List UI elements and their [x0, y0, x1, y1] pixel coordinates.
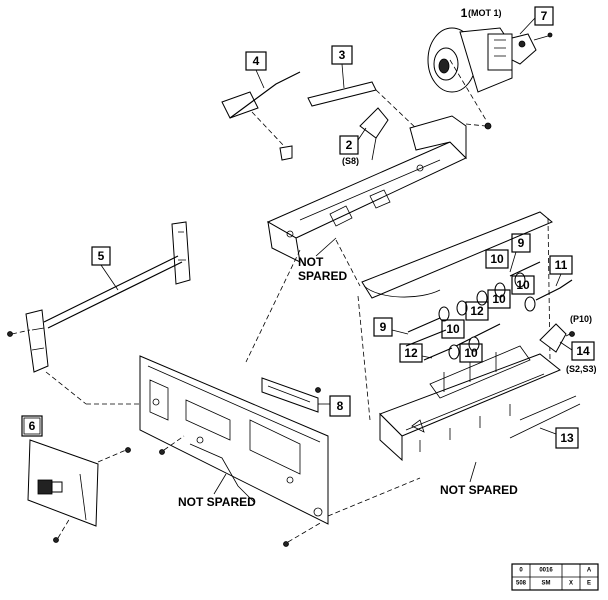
- callout-7: 7: [519, 6, 554, 35]
- part-2-actuator: [359, 107, 389, 161]
- callout-10-b: 10: [487, 289, 511, 309]
- annotation-s8: (S8): [342, 156, 359, 166]
- svg-text:NOT: NOT: [298, 255, 324, 269]
- callout-12-a: 12: [465, 301, 489, 321]
- annotation-mot1: (MOT 1): [468, 8, 502, 18]
- svg-text:4: 4: [253, 54, 260, 68]
- title-block-r2c3: X: [569, 581, 573, 587]
- svg-text:10: 10: [464, 346, 478, 360]
- callout-12-b: 12: [399, 343, 433, 363]
- callout-10-a: 10: [485, 249, 509, 269]
- svg-text:10: 10: [492, 292, 506, 306]
- title-block-r2c4: E: [587, 581, 591, 587]
- not-spared-top: NOT SPARED: [298, 237, 347, 283]
- callout-8: 8: [318, 395, 351, 417]
- callout-14: 14: [559, 341, 595, 361]
- callout-3: 3: [331, 45, 353, 89]
- svg-text:7: 7: [541, 9, 548, 23]
- callout-11: 11: [549, 255, 573, 287]
- callout-9-top: 9: [509, 233, 531, 273]
- part-14-actuator: [539, 323, 575, 353]
- svg-text:11: 11: [555, 258, 568, 272]
- title-block-r2c1: 508: [516, 581, 527, 587]
- svg-text:SPARED: SPARED: [298, 269, 347, 283]
- svg-text:3: 3: [339, 48, 346, 62]
- annotation-p10: (P10): [570, 314, 592, 324]
- svg-text:14: 14: [576, 344, 590, 358]
- svg-text:2: 2: [346, 138, 353, 152]
- not-spared-right: NOT SPARED: [440, 461, 518, 497]
- title-block-r2c2: SM: [542, 581, 551, 587]
- svg-text:10: 10: [446, 322, 460, 336]
- part-8-bracket: [261, 377, 321, 413]
- svg-text:10: 10: [490, 252, 504, 266]
- top-frame: [245, 59, 492, 363]
- svg-text:12: 12: [470, 304, 484, 318]
- not-spared-left: NOT SPARED: [178, 473, 256, 509]
- right-frame-assembly: [357, 211, 581, 462]
- svg-text:6: 6: [29, 419, 36, 433]
- svg-text:13: 13: [560, 431, 574, 445]
- svg-text:1: 1: [461, 6, 468, 20]
- callout-4: 4: [245, 51, 267, 89]
- svg-text:NOT SPARED: NOT SPARED: [178, 495, 256, 509]
- svg-text:5: 5: [98, 249, 105, 263]
- svg-text:8: 8: [337, 399, 344, 413]
- svg-text:12: 12: [404, 346, 418, 360]
- callout-10-c: 10: [511, 275, 535, 295]
- part-6-pwb: [27, 439, 131, 543]
- callout-10-e: 10: [459, 343, 483, 363]
- part-5-shaft-assembly: [7, 221, 191, 405]
- callout-9-left: 9: [373, 317, 409, 337]
- title-block-r1c3: A: [587, 568, 592, 574]
- callout-10-d: 10: [441, 319, 465, 339]
- callout-1: 1: [461, 6, 468, 20]
- motor-assembly: [427, 27, 553, 93]
- svg-text:NOT SPARED: NOT SPARED: [440, 483, 518, 497]
- title-block: 0 0016 A 508 SM X E: [511, 563, 599, 591]
- callout-5: 5: [91, 246, 119, 291]
- svg-text:9: 9: [380, 320, 387, 334]
- callout-2: 2: [339, 127, 367, 155]
- callout-6: 6: [21, 415, 43, 437]
- part-3-bar: [307, 81, 421, 133]
- title-block-r1c1: 0: [519, 568, 523, 574]
- svg-text:10: 10: [516, 278, 530, 292]
- side-frame: [139, 355, 421, 547]
- svg-text:9: 9: [518, 236, 525, 250]
- callout-13: 13: [539, 427, 579, 449]
- title-block-r1c2: 0016: [539, 568, 553, 574]
- annotation-s2s3: (S2,S3): [566, 364, 597, 374]
- part-4-bracket: [221, 71, 301, 161]
